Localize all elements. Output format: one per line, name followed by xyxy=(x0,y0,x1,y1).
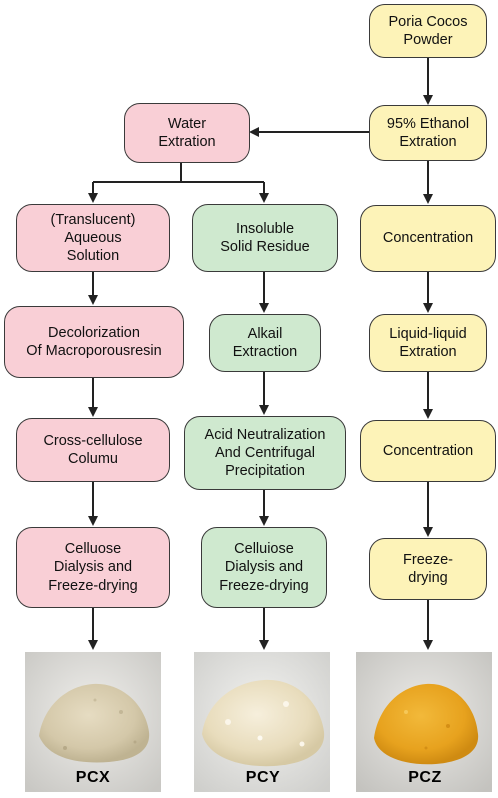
node-acid-neutralization: Acid Neutralization And Centrifugal Prec… xyxy=(184,416,346,490)
node-water-extration: Water Extration xyxy=(124,103,250,163)
node-insoluble-solid-residue: Insoluble Solid Residue xyxy=(192,204,338,272)
node-aqueous-solution: (Translucent) Aqueous Solution xyxy=(16,204,170,272)
node-alkail-extraction: Alkail Extraction xyxy=(209,314,321,372)
pcx-label: PCX xyxy=(75,769,111,786)
pcz-label: PCZ xyxy=(408,769,442,786)
node-celluiose-dialysis: Celluiose Dialysis and Freeze-drying xyxy=(201,527,327,608)
node-freeze-drying: Freeze- drying xyxy=(369,538,487,600)
node-concentration-2: Concentration xyxy=(360,420,496,482)
node-cross-cellulose-columu: Cross-cellulose Columu xyxy=(16,418,170,482)
node-celluose-dialysis: Celluose Dialysis and Freeze-drying xyxy=(16,527,170,608)
node-concentration-1: Concentration xyxy=(360,205,496,272)
pcz-powder-photo xyxy=(356,652,492,792)
node-95-ethanol-extration: 95% Ethanol Extration xyxy=(369,105,487,161)
pcy-label: PCY xyxy=(245,769,281,786)
pcx-powder-photo xyxy=(25,652,161,792)
node-decolorization: Decolorization Of Macroporousresin xyxy=(4,306,184,378)
node-poria-cocos-powder: Poria Cocos Powder xyxy=(369,4,487,58)
node-liquid-liquid-extration: Liquid-liquid Extration xyxy=(369,314,487,372)
pcy-powder-photo xyxy=(194,652,330,792)
